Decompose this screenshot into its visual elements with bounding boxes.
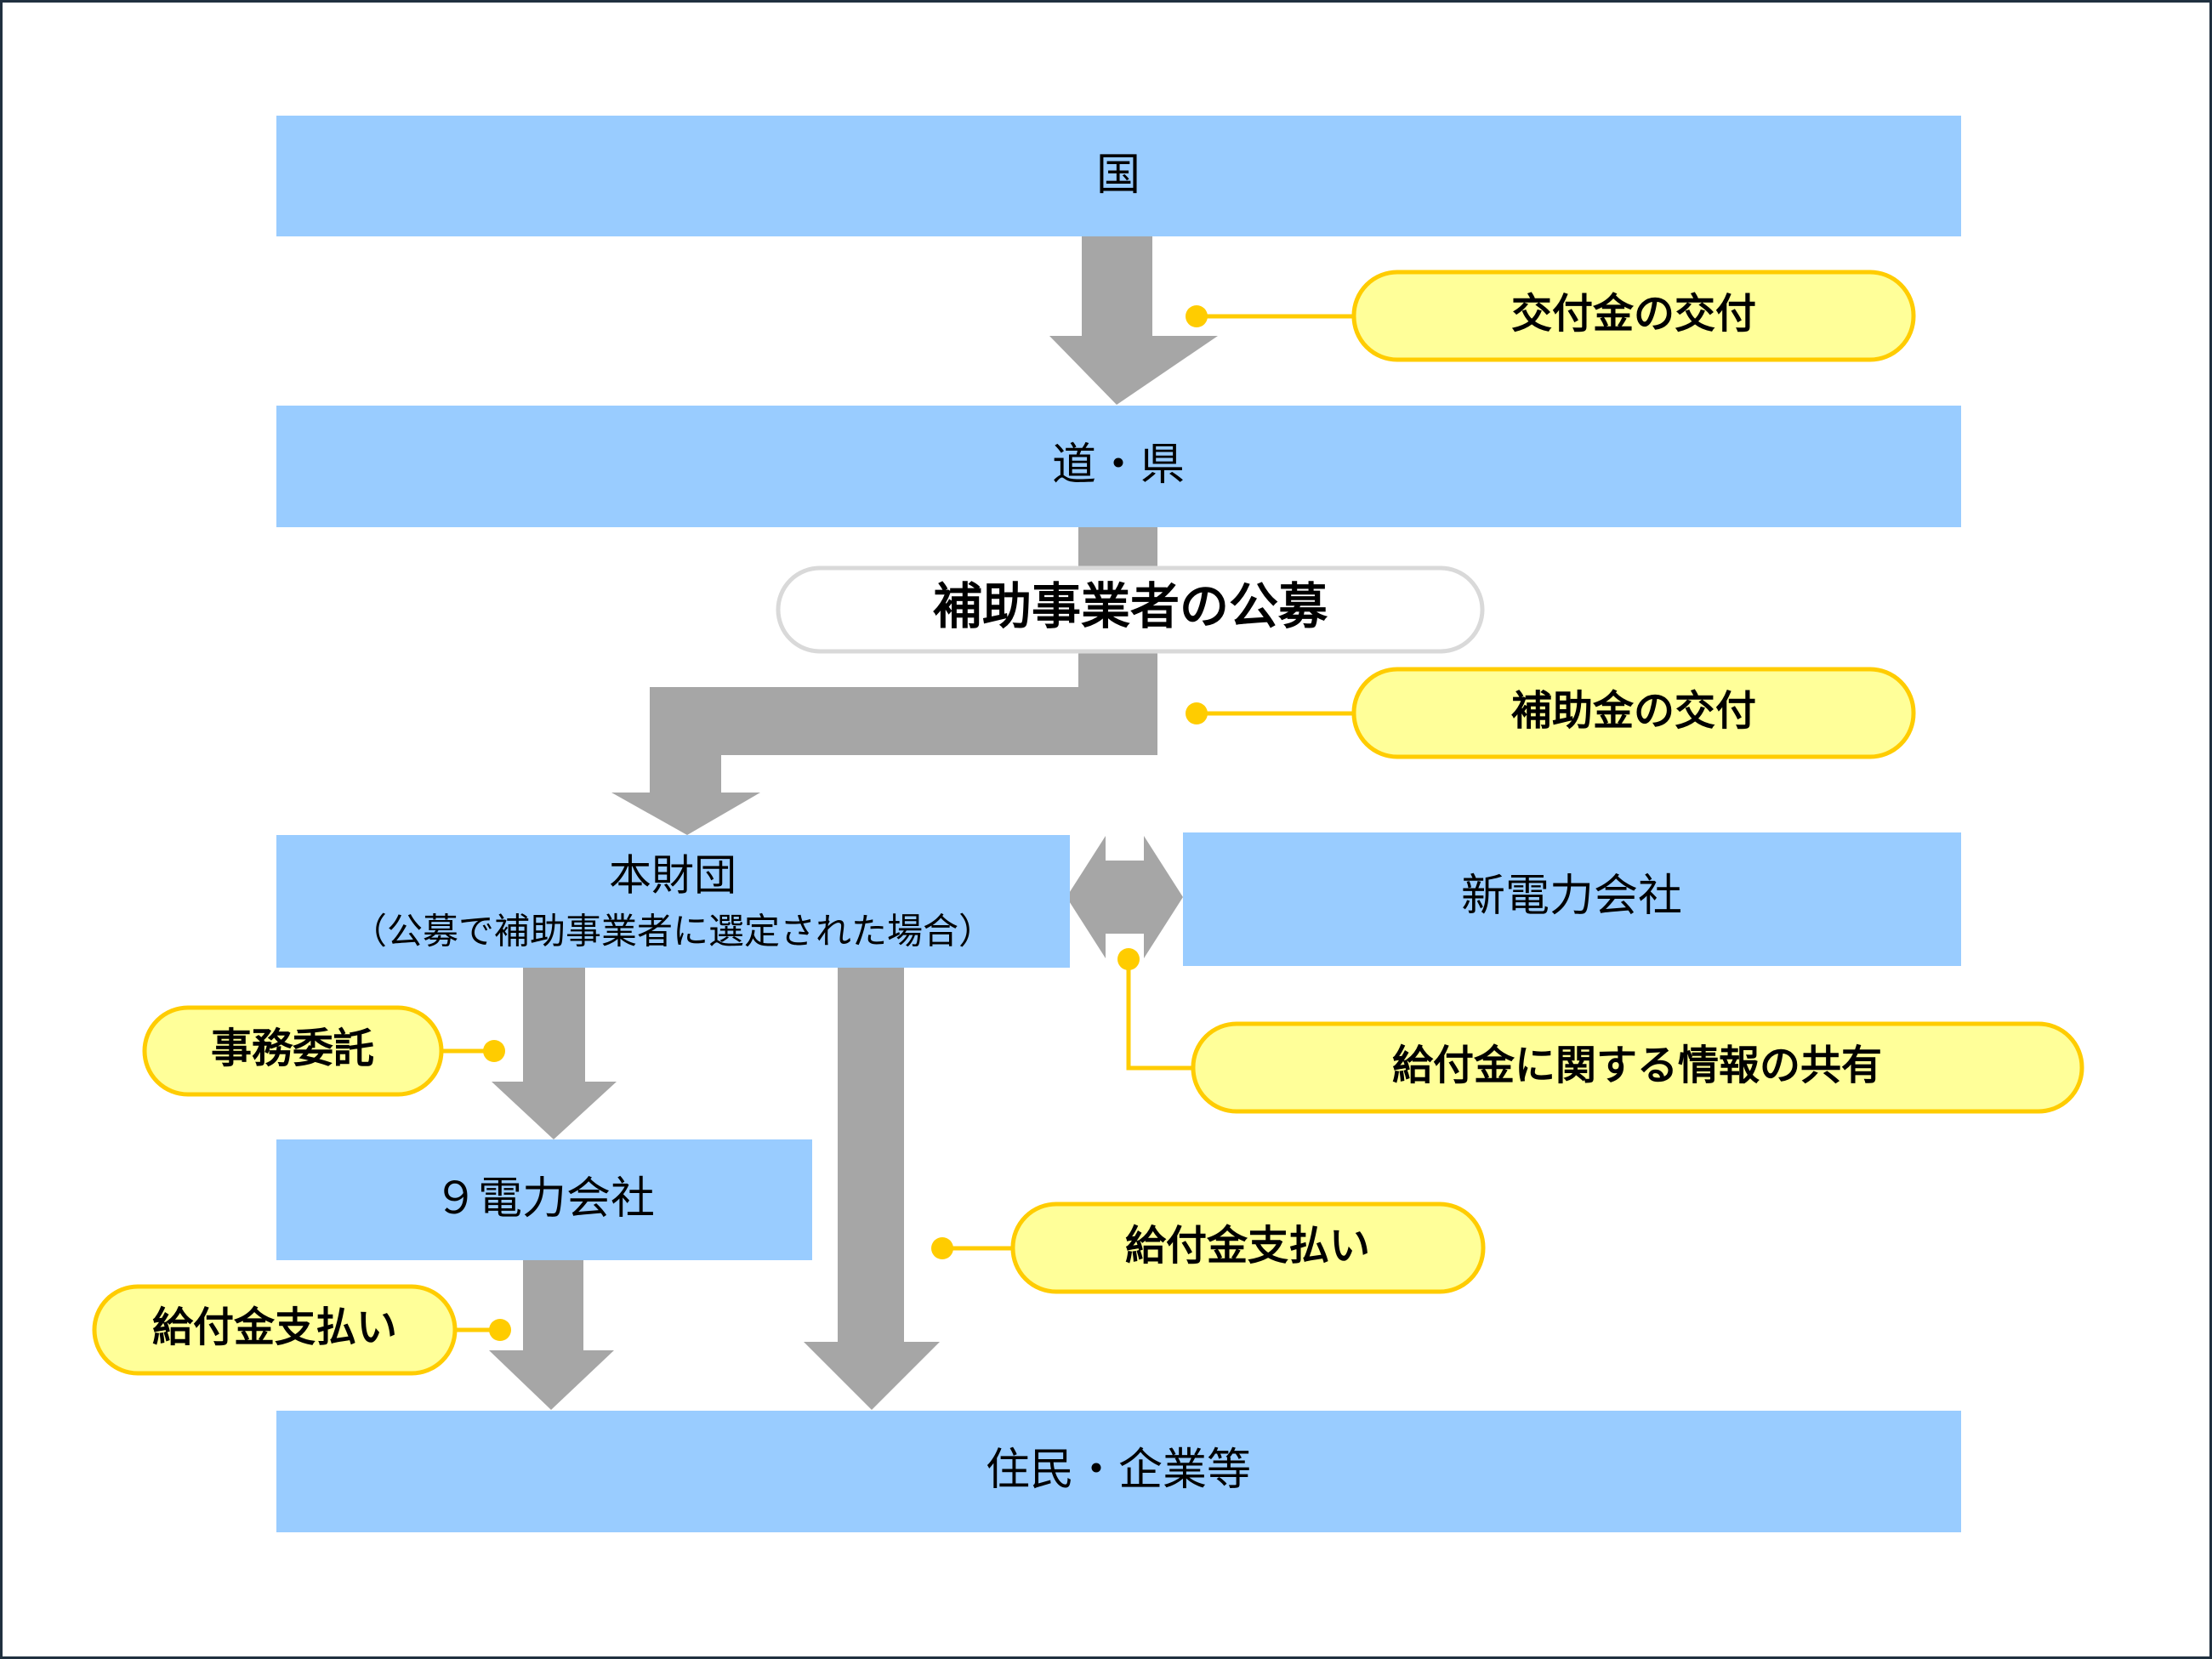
connector-dot bbox=[1186, 305, 1208, 327]
arrow-national-to-prefecture bbox=[1049, 236, 1218, 405]
outsourcing-label: 事務委託 bbox=[211, 1025, 374, 1072]
box-nine-power-companies: ９電力会社 bbox=[276, 1139, 812, 1260]
box-national-label: 国 bbox=[1096, 150, 1140, 201]
box-foundation: 本財団 （公募で補助事業者に選定された場合） bbox=[276, 835, 1070, 968]
arrow-nine-power-to-residents bbox=[489, 1260, 614, 1410]
box-prefecture: 道・県 bbox=[276, 406, 1961, 527]
arrow-prefecture-to-foundation bbox=[611, 527, 1157, 835]
callout-subsidy-delivery: 補助金の交付 bbox=[1186, 667, 1916, 759]
box-residents: 住民・企業等 bbox=[276, 1411, 1961, 1532]
info-sharing-label: 給付金に関する情報の共有 bbox=[1392, 1042, 1882, 1089]
arrow-foundation-to-residents bbox=[804, 968, 940, 1410]
benefit-payment-utility-label: 給付金支払い bbox=[152, 1304, 397, 1351]
connector-dot bbox=[1117, 948, 1140, 970]
callout-benefit-payment-direct: 給付金支払い bbox=[931, 1202, 1486, 1294]
connector-dot bbox=[483, 1040, 505, 1062]
flow-arrows bbox=[489, 236, 1218, 1410]
grant-delivery-label: 交付金の交付 bbox=[1511, 290, 1756, 338]
box-new-power-company: 新電力会社 bbox=[1183, 832, 1961, 966]
foundation-note: （公募で補助事業者に選定された場合） bbox=[351, 911, 994, 952]
connector-dot bbox=[1186, 702, 1208, 724]
callout-outsourcing: 事務委託 bbox=[142, 1005, 505, 1097]
foundation-title: 本財団 bbox=[609, 851, 736, 901]
connector-dot bbox=[489, 1319, 511, 1341]
new-power-company-label: 新電力会社 bbox=[1461, 871, 1682, 922]
arrow-foundation-to-nine-power bbox=[492, 968, 617, 1139]
connector-dot bbox=[931, 1237, 953, 1259]
arrow-bidirectional-info bbox=[1066, 836, 1183, 958]
callout-grant-delivery: 交付金の交付 bbox=[1186, 270, 1916, 362]
subsidy-delivery-label: 補助金の交付 bbox=[1511, 687, 1756, 735]
recruitment-label: 補助事業者の公募 bbox=[933, 577, 1328, 635]
residents-label: 住民・企業等 bbox=[986, 1445, 1251, 1496]
box-prefecture-label: 道・県 bbox=[1052, 440, 1185, 491]
callout-recruitment: 補助事業者の公募 bbox=[776, 565, 1485, 654]
benefit-payment-direct-label: 給付金支払い bbox=[1125, 1222, 1370, 1270]
box-national: 国 bbox=[276, 116, 1961, 236]
nine-power-companies-label: ９電力会社 bbox=[434, 1173, 655, 1224]
callout-info-sharing: 給付金に関する情報の共有 bbox=[1117, 948, 2084, 1114]
callout-benefit-payment-utility: 給付金支払い bbox=[92, 1284, 511, 1376]
